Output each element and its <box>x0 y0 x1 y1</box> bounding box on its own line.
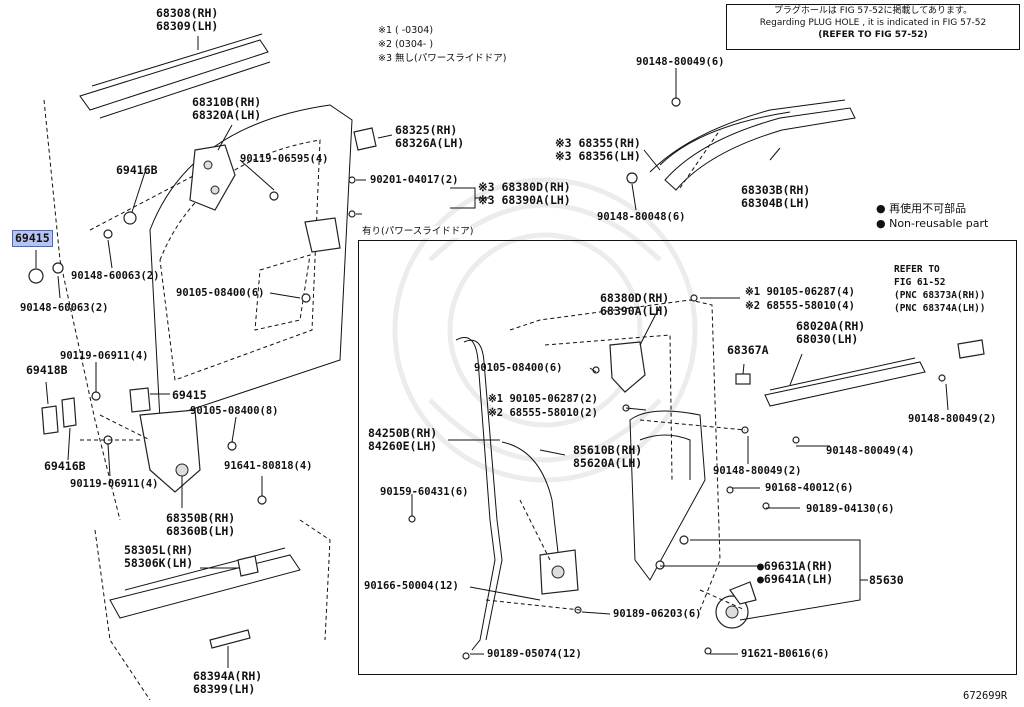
plug-hole-note: プラグホールは FIG 57-52に掲載してあります。 Regarding PL… <box>726 4 1020 50</box>
upper-hinge <box>189 144 236 211</box>
pad-69418B <box>41 405 59 435</box>
center-roller-box <box>609 341 646 393</box>
part-68380D-box[interactable]: 68380D(RH)68390A(LH) <box>600 291 670 318</box>
part-68325[interactable]: 68325(RH)68326A(LH) <box>395 123 465 150</box>
refer-fig-line-4[interactable]: (PNC 68374A(LH)) <box>894 303 986 314</box>
part-90201-04017[interactable]: 90201-04017(2) <box>370 174 459 186</box>
part-90148-60063-a[interactable]: 90148-60063(2) <box>71 270 160 282</box>
part-91641-80818[interactable]: 91641-80818(4) <box>224 460 313 472</box>
part-68308[interactable]: 68308(RH)68309(LH) <box>156 6 219 33</box>
refer-fig-line-1[interactable]: REFER TO <box>894 264 940 275</box>
part-91621-B0616[interactable]: 91621-B0616(6) <box>741 648 830 660</box>
part-90105-08400-8[interactable]: 90105-08400(8) <box>190 405 279 417</box>
part-85610B[interactable]: 85610B(RH)85620A(LH) <box>573 443 643 470</box>
motor-85610B <box>501 441 579 595</box>
rail-68020A <box>764 357 926 407</box>
part-85630[interactable]: 85630 <box>869 573 904 587</box>
part-69415-highlighted[interactable]: 69415 <box>12 230 53 247</box>
part-69416B-top[interactable]: 69416B <box>116 163 158 177</box>
rod-68394A <box>209 629 251 649</box>
part-90105-06287-2[interactable]: ※1 90105-06287(2)※2 68555-58010(2) <box>488 393 598 419</box>
variant-note-1: ※1 ( -0304) <box>378 25 434 36</box>
door-panel-outline <box>149 104 353 421</box>
part-68367A[interactable]: 68367A <box>727 343 769 357</box>
cover-68325 <box>353 127 377 151</box>
power-slide-door-box <box>358 240 1017 675</box>
part-58305L[interactable]: 58305L(RH)58306K(LH) <box>124 543 194 570</box>
part-90168-40012[interactable]: 90168-40012(6) <box>765 482 854 494</box>
part-90105-06287-4[interactable]: ※1 90105-06287(4)※2 68555-58010(4) <box>745 286 855 312</box>
upper-rail-right <box>649 99 856 191</box>
part-68020A[interactable]: 68020A(RH)68030(LH) <box>796 319 866 346</box>
plug-hole-note-ref: (REFER TO FIG 57-52) <box>818 30 928 40</box>
part-68355[interactable]: ※3 68355(RH)※3 68356(LH) <box>555 136 641 163</box>
variant-note-2: ※2 (0304- ) <box>378 39 434 50</box>
part-68394A[interactable]: 68394A(RH)68399(LH) <box>193 669 263 696</box>
part-68310B[interactable]: 68310B(RH)68320A(LH) <box>192 95 262 122</box>
part-90119-06595[interactable]: 90119-06595(4) <box>240 153 329 165</box>
body-outline-left <box>43 99 121 521</box>
part-68303B[interactable]: 68303B(RH)68304B(LH) <box>741 183 811 210</box>
center-roller-arm <box>304 217 341 253</box>
legend: ● 再使用不可部品 ● Non-reusable part <box>876 201 988 231</box>
bushing-upper <box>123 211 137 225</box>
part-90148-80048[interactable]: 90148-80048(6) <box>597 211 686 223</box>
dashed-leaders <box>80 129 746 611</box>
part-90105-08400-6[interactable]: 90105-08400(6) <box>176 287 265 299</box>
part-69418B[interactable]: 69418B <box>26 363 68 377</box>
part-90148-80049-4[interactable]: 90148-80049(4) <box>826 445 915 457</box>
lower-rail <box>109 547 301 619</box>
refer-fig-line-2[interactable]: FIG 61-52 <box>894 277 946 288</box>
part-90189-04130[interactable]: 90189-04130(6) <box>806 503 895 515</box>
part-90105-08400-6-box[interactable]: 90105-08400(6) <box>474 362 563 374</box>
plug-hole-note-jp: プラグホールは FIG 57-52に掲載してあります。 <box>773 6 973 16</box>
upper-rail-left <box>79 33 271 119</box>
part-90148-80049-6[interactable]: 90148-80049(6) <box>636 56 725 68</box>
plug-hole-note-en: Regarding PLUG HOLE , it is indicated in… <box>759 18 987 28</box>
legend-en: ● Non-reusable part <box>876 217 989 230</box>
part-90148-80049-2a[interactable]: 90148-80049(2) <box>908 413 997 425</box>
part-84250B[interactable]: 84250B(RH)84260E(LH) <box>368 426 438 453</box>
part-90166-50004[interactable]: 90166-50004(12) <box>364 580 459 592</box>
part-90148-80049-2b[interactable]: 90148-80049(2) <box>713 465 802 477</box>
legend-jp: ● 再使用不可部品 <box>876 202 967 215</box>
variant-note-3: ※3 無し(パワースライドドア) <box>378 53 507 64</box>
part-90189-05074[interactable]: 90189-05074(12) <box>487 648 582 660</box>
part-69631A[interactable]: ●69631A(RH)●69641A(LH) <box>757 559 834 586</box>
bushing-69415 <box>28 268 44 284</box>
part-90159-60431[interactable]: 90159-60431(6) <box>380 486 469 498</box>
part-69415[interactable]: 69415 <box>172 388 207 402</box>
part-90189-06203[interactable]: 90189-06203(6) <box>613 608 702 620</box>
power-slide-label: 有り(パワースライドドア) <box>362 226 474 238</box>
part-90119-06911-4a[interactable]: 90119-06911(4) <box>60 350 149 362</box>
part-69416B-bottom[interactable]: 69416B <box>44 459 86 473</box>
cable-84250B <box>455 337 496 651</box>
part-90148-60063-b[interactable]: 90148-60063(2) <box>20 302 109 314</box>
refer-fig-line-3[interactable]: (PNC 68373A(RH)) <box>894 290 986 301</box>
figure-id: 672699R <box>963 690 1008 702</box>
part-90119-06911-4b[interactable]: 90119-06911(4) <box>70 478 159 490</box>
cover-68373A <box>957 339 985 359</box>
door-frame-inner <box>509 299 721 611</box>
part-68350B[interactable]: 68350B(RH)68360B(LH) <box>166 511 236 538</box>
part-68380D-top[interactable]: ※3 68380D(RH)※3 68390A(LH) <box>478 180 571 207</box>
lower-hinge <box>129 387 201 493</box>
leader-lines <box>35 36 949 668</box>
arm-assembly <box>629 410 706 581</box>
